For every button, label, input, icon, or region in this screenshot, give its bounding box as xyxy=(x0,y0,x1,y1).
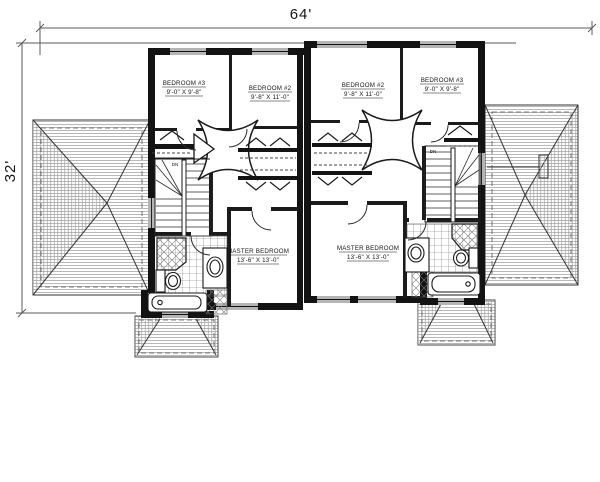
window xyxy=(162,311,188,318)
room-labels: BEDROOM #3 9'-0" X 9'-8" BEDROOM #2 9'-8… xyxy=(162,77,464,265)
room-size-bedroom3-right: 9'-0" X 9'-8" xyxy=(425,86,460,93)
window xyxy=(170,48,206,55)
door-swings xyxy=(176,122,449,231)
window xyxy=(358,296,396,303)
left-hip-roof xyxy=(32,119,151,296)
right-hall-closets xyxy=(312,125,480,186)
room-label-bedroom2-right: BEDROOM #2 xyxy=(342,82,385,89)
bathtub xyxy=(147,292,208,313)
party-wall-right xyxy=(304,41,311,303)
direction-arrow xyxy=(193,132,216,165)
right-hall-star xyxy=(361,109,423,171)
window xyxy=(252,48,288,55)
toilet xyxy=(155,269,182,293)
overall-depth-dimension: 32' xyxy=(2,160,19,183)
right-unit-stairs: DN xyxy=(424,145,481,223)
right-unit-top-wall xyxy=(305,41,485,48)
window xyxy=(478,153,485,185)
windows xyxy=(148,41,485,318)
overall-width-dimension: 64' xyxy=(290,6,313,23)
room-label-master-right: MASTER BEDROOM xyxy=(337,245,399,252)
room-label-bedroom3-left: BEDROOM #3 xyxy=(163,80,206,87)
room-label-bedroom3-right: BEDROOM #3 xyxy=(421,77,464,84)
door-swing xyxy=(190,235,211,256)
right-unit-bathroom xyxy=(404,221,481,298)
right-hip-roof xyxy=(484,104,579,286)
window xyxy=(317,41,367,48)
window xyxy=(420,41,456,48)
shower-stall xyxy=(156,237,187,271)
left-tub-bump-left-wall xyxy=(141,290,148,318)
stair-down-label: DN xyxy=(172,162,179,167)
left-unit-bathroom xyxy=(147,235,228,315)
chimney xyxy=(538,154,549,179)
room-size-bedroom2-left: 9'-8" X 11'-0" xyxy=(251,94,289,101)
room-size-master-right: 13'-6" X 13'-0" xyxy=(347,254,389,261)
room-size-master-left: 13'-6" X 13'-0" xyxy=(237,257,279,264)
window xyxy=(317,296,350,303)
window xyxy=(438,298,464,305)
room-size-bedroom3-left: 9'-0" X 9'-8" xyxy=(167,89,202,96)
room-size-bedroom2-right: 9'-8" X 11'-0" xyxy=(344,91,382,98)
right-porch-roof xyxy=(417,299,496,346)
door-swing xyxy=(407,221,427,241)
party-wall-left xyxy=(297,48,303,310)
toilet xyxy=(452,247,479,269)
lattice-floor xyxy=(205,289,228,315)
dimension-lines: 64' 32' xyxy=(2,6,597,318)
stair-down-label: DN xyxy=(430,149,437,154)
room-label-bedroom2-left: BEDROOM #2 xyxy=(249,85,292,92)
window xyxy=(148,198,155,228)
bathtub xyxy=(427,272,481,296)
left-porch-roof xyxy=(134,315,219,358)
left-unit-top-wall xyxy=(148,48,305,55)
room-label-master-left: MASTER BEDROOM xyxy=(227,248,289,255)
left-hall-closets xyxy=(150,130,298,191)
left-unit-left-wall xyxy=(148,48,155,293)
